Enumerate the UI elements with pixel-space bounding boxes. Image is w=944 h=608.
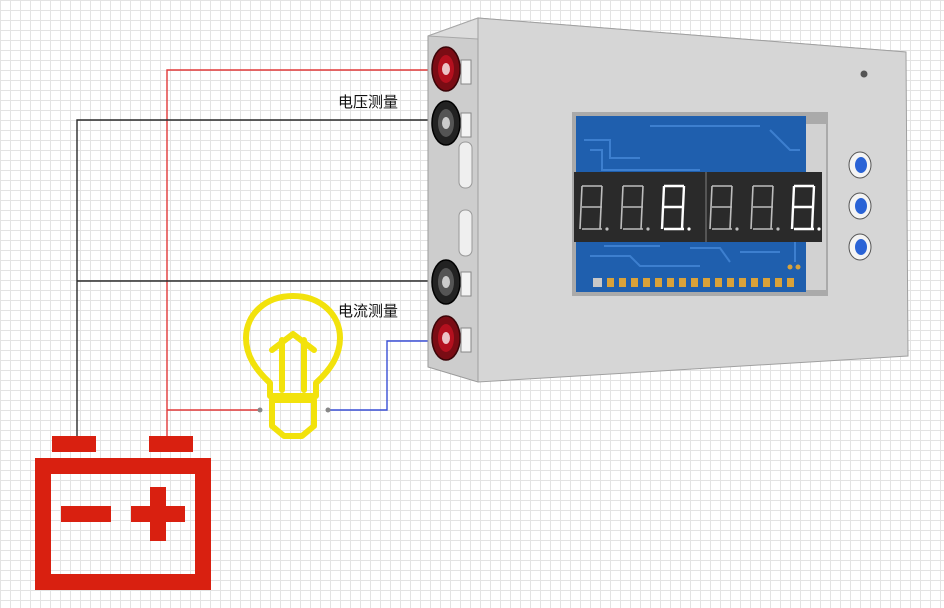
terminal-clip	[460, 327, 472, 353]
decimal-point	[687, 227, 691, 231]
digit-segment	[660, 185, 666, 230]
bulb-filament	[269, 331, 317, 393]
seven-segment-digit	[750, 185, 780, 231]
digit-segment	[750, 185, 754, 230]
digit-group	[579, 184, 821, 231]
digit-segment	[709, 185, 713, 230]
side-slot	[458, 141, 473, 189]
battery-positive-terminal	[149, 436, 193, 452]
meter-button-2[interactable]	[848, 192, 872, 220]
digit-segment	[579, 185, 583, 230]
light-bulb-icon[interactable]	[243, 293, 343, 439]
side-slot	[458, 209, 473, 257]
decimal-point	[646, 227, 650, 231]
bulb-base	[269, 397, 317, 439]
load-wire	[328, 340, 441, 411]
decimal-point	[776, 227, 780, 231]
pcb-pins	[593, 264, 801, 287]
seven-segment-display	[574, 172, 822, 242]
battery-body	[35, 458, 211, 590]
seven-segment-digit	[709, 185, 739, 231]
wire-node	[325, 407, 331, 413]
seven-segment-digit	[790, 184, 821, 231]
current-positive-terminal[interactable]	[431, 315, 461, 361]
digit-segment	[599, 185, 603, 230]
voltage-label: 电压测量	[338, 93, 398, 111]
decimal-point	[605, 227, 609, 231]
seven-segment-digit	[660, 184, 691, 231]
digit-segment	[640, 185, 644, 230]
meter-button-1[interactable]	[848, 151, 872, 179]
current-label: 电流测量	[338, 302, 398, 320]
pcb-traces	[584, 125, 800, 267]
digit-segment	[680, 185, 686, 230]
digit-segment	[770, 185, 774, 230]
positive-wire	[166, 69, 441, 440]
voltage-positive-terminal[interactable]	[431, 46, 461, 92]
decimal-point	[735, 227, 739, 231]
bulb-glass	[243, 293, 343, 399]
digit-segment	[620, 185, 624, 230]
battery-icon[interactable]	[35, 436, 211, 590]
meter-button-3[interactable]	[848, 233, 872, 261]
terminal-clip	[460, 59, 472, 85]
decimal-point	[817, 227, 821, 231]
mount-hole	[860, 70, 868, 78]
minus-sign	[61, 506, 111, 522]
negative-wire	[76, 119, 441, 440]
digital-panel-meter[interactable]	[427, 17, 909, 383]
digit-segment	[729, 185, 733, 230]
terminal-clip	[460, 271, 472, 297]
terminal-clip	[460, 112, 472, 138]
voltage-negative-terminal[interactable]	[431, 100, 461, 146]
plus-sign-v	[150, 487, 166, 541]
digit-segment	[790, 185, 796, 230]
seven-segment-digit	[579, 185, 609, 231]
seven-segment-digit	[620, 185, 650, 231]
wire-node	[257, 407, 263, 413]
current-negative-terminal[interactable]	[431, 259, 461, 305]
battery-negative-terminal	[52, 436, 96, 452]
wires	[76, 69, 441, 443]
digit-segment	[810, 185, 816, 230]
